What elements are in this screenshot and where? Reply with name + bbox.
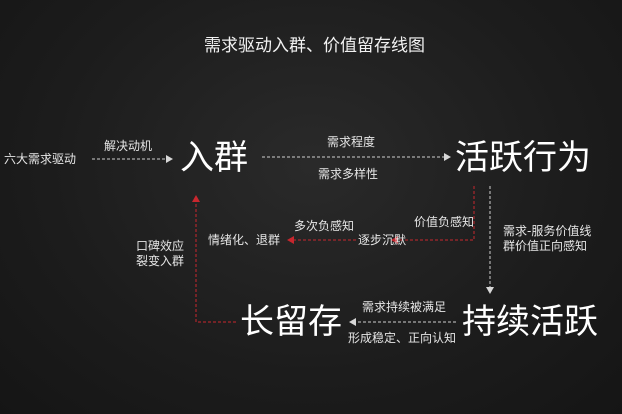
label-source-to-join: 解决动机 (104, 139, 153, 153)
node-active: 活跃行为 (455, 138, 591, 178)
node-stay: 长留存 (240, 302, 342, 342)
label-emotional-leave: 情绪化、退群 (208, 233, 281, 247)
label-sustain-stay-bottom: 形成稳定、正向认知 (348, 331, 457, 345)
label-join-active-top: 需求程度 (327, 135, 376, 149)
label-negative-value: 价值负感知 (414, 215, 475, 229)
label-source: 六大需求驱动 (4, 152, 77, 166)
node-join: 入群 (180, 138, 248, 178)
node-sustain: 持续活跃 (462, 302, 598, 342)
label-sustain-stay-top: 需求持续被满足 (362, 300, 447, 314)
edge-stay-to-join (192, 195, 236, 323)
label-active-sustain-1: 需求-服务价值线 (503, 224, 592, 238)
label-stay-join-1: 口碑效应 (136, 239, 185, 253)
diagram-title: 需求驱动入群、价值留存线图 (204, 36, 425, 56)
label-gradual-silence: 逐步沉默 (358, 233, 407, 247)
label-join-active-bottom: 需求多样性 (318, 167, 379, 181)
label-active-sustain-2: 群价值正向感知 (503, 239, 588, 253)
edge-negative-drop (391, 186, 475, 244)
label-stay-join-2: 裂变入群 (136, 254, 185, 268)
label-multi-negative: 多次负感知 (294, 219, 355, 233)
